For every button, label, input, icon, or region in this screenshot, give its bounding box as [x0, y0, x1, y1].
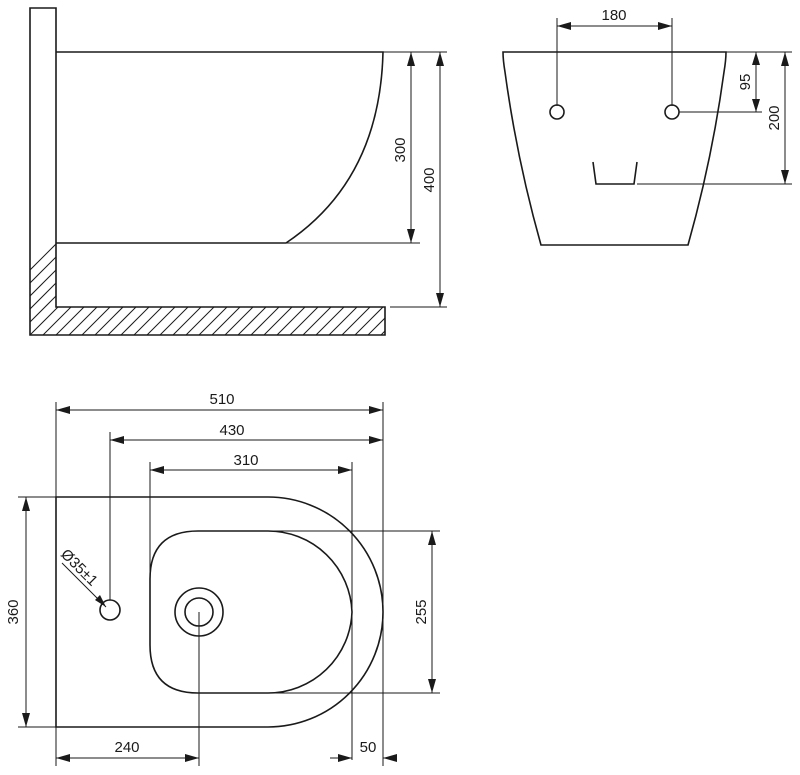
- dim-total-height: 400: [383, 51, 447, 308]
- dim-width-label: 360: [5, 599, 22, 624]
- hatch-line: [63, 8, 385, 335]
- hatch-line: [89, 8, 385, 335]
- bidet-rear-outline: [502, 51, 727, 246]
- hatch-line: [30, 8, 340, 335]
- dim-width: 360: [5, 496, 56, 728]
- hatch-line: [349, 8, 385, 335]
- dim-tap-hole-to-front-label: 430: [219, 422, 244, 439]
- dim-tap-hole-to-front: 430: [109, 422, 383, 600]
- dim-drain-from-wall: 240: [55, 612, 200, 766]
- hatch-line: [30, 8, 301, 335]
- dim-bowl-height-label: 300: [392, 137, 409, 162]
- hatch-line: [415, 0, 755, 340]
- hatch-line: [102, 8, 385, 335]
- dim-bowl-length-label: 310: [233, 452, 258, 469]
- dim-drain-from-wall-label: 240: [114, 739, 139, 756]
- dim-bowl-length: 310: [149, 452, 353, 760]
- dim-hole-spacing: 180: [556, 7, 673, 106]
- dim-hole-height: 95: [679, 51, 762, 113]
- hatch-line: [219, 8, 385, 335]
- hatch-line: [167, 8, 385, 335]
- hatch-line: [284, 8, 385, 335]
- hatch-line: [76, 8, 385, 335]
- outlet-opening: [592, 161, 638, 185]
- dim-front-offset: 50: [330, 612, 397, 766]
- side-view: 300 400: [29, 0, 755, 340]
- dim-total-length: 510: [55, 391, 384, 612]
- hatch-line: [50, 8, 385, 335]
- tap-hole-callout: Ø35±1: [57, 546, 107, 608]
- fixing-hole-right: [664, 104, 680, 120]
- hatch-line: [37, 8, 379, 335]
- hatch-line: [297, 8, 385, 335]
- bowl-rim: [149, 530, 353, 694]
- dim-bowl-width-label: 255: [413, 599, 430, 624]
- tap-hole-diameter-label: Ø35±1: [57, 546, 101, 590]
- fixing-hole-left: [549, 104, 565, 120]
- dim-hole-spacing-label: 180: [601, 7, 626, 24]
- hatch-line: [323, 8, 385, 335]
- rear-view: 180 95 200: [502, 7, 792, 246]
- hatch-line: [30, 8, 353, 335]
- dim-total-height-label: 400: [421, 167, 438, 192]
- hatch-line: [310, 8, 385, 335]
- hatch-line: [30, 8, 314, 335]
- hatch-line: [402, 0, 742, 340]
- hatch-line: [180, 8, 385, 335]
- hatch-line: [115, 8, 385, 335]
- top-view: 510 430 310 360: [5, 391, 440, 766]
- dim-bowl-height: 300: [286, 51, 420, 244]
- hatch-line: [245, 8, 385, 335]
- dim-front-offset-label: 50: [360, 739, 377, 756]
- dim-outlet-height: 200: [637, 51, 792, 185]
- hatch-line: [362, 8, 385, 335]
- hatch-line: [206, 8, 385, 335]
- hatch-line: [193, 8, 385, 335]
- hatch-line: [128, 8, 385, 335]
- dim-hole-height-label: 95: [737, 74, 754, 91]
- dim-total-length-label: 510: [209, 391, 234, 408]
- dim-bowl-width: 255: [268, 530, 440, 694]
- bidet-side-profile: [56, 51, 384, 244]
- hatch-line: [271, 8, 385, 335]
- hatch-line: [154, 8, 385, 335]
- dim-outlet-height-label: 200: [766, 105, 783, 130]
- hatch-line: [30, 8, 366, 335]
- hatch-line: [336, 8, 385, 335]
- hatch-line: [30, 8, 327, 335]
- wall-floor-section: [29, 0, 755, 340]
